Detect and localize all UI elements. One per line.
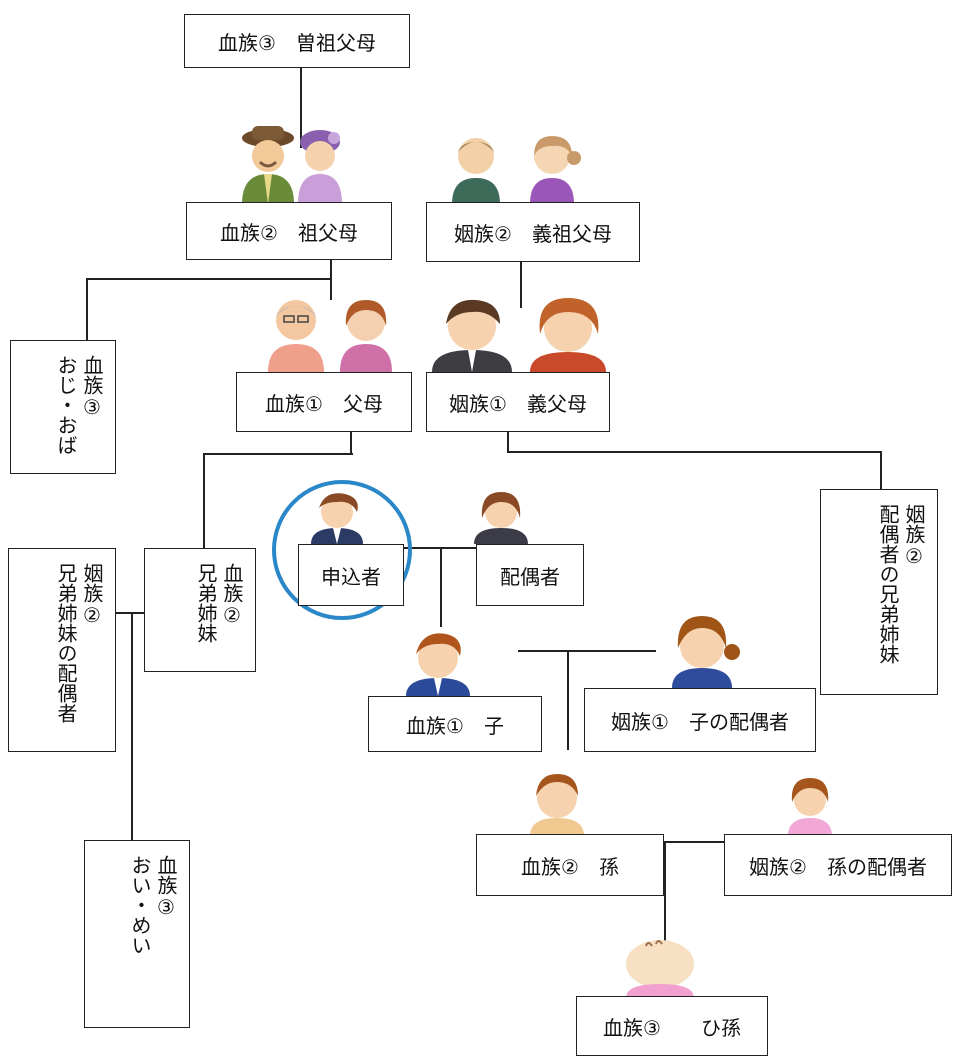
- grandchild-illustration: [530, 774, 584, 836]
- connector: [507, 451, 882, 453]
- node-great-grandchild: 血族③ ひ孫: [576, 996, 768, 1056]
- connector: [664, 841, 666, 991]
- relation-label: 姻族②: [902, 504, 926, 568]
- node-siblings: 血族② 兄弟姉妹: [144, 548, 256, 672]
- relation-name: 配偶者の兄弟姉妹: [876, 504, 900, 664]
- parents-illustration: [268, 300, 392, 372]
- node-great-grandparents: 血族③ 曽祖父母: [184, 14, 410, 68]
- connector: [567, 650, 569, 750]
- node-siblings-spouse: 姻族② 兄弟姉妹の配偶者: [8, 548, 116, 752]
- node-spouse-siblings: 姻族② 配偶者の兄弟姉妹: [820, 489, 938, 695]
- great-grandparents-illustration: [242, 126, 342, 204]
- relation-label: 血族②: [220, 563, 244, 627]
- spouse-illustration: [474, 492, 528, 544]
- connector: [300, 68, 302, 148]
- node-nephew-niece: 血族③ おい・めい: [84, 840, 190, 1028]
- node-child: 血族① 子: [368, 696, 542, 752]
- connector: [116, 612, 144, 614]
- connector: [203, 453, 205, 549]
- node-grandparents: 血族② 祖父母: [186, 202, 392, 260]
- relation-label: 姻族②: [80, 563, 104, 627]
- connector: [131, 612, 133, 840]
- relation-label: 血族③: [80, 355, 104, 419]
- spouse-grandparents-illustration: [452, 136, 581, 204]
- node-grandchild-spouse: 姻族② 孫の配偶者: [724, 834, 952, 896]
- connector: [86, 278, 332, 280]
- relation-name: 兄弟姉妹: [194, 563, 218, 643]
- great-grandchild-illustration: [626, 940, 694, 998]
- connector: [520, 262, 522, 308]
- node-uncle-aunt: 血族③ おじ・おば: [10, 340, 116, 474]
- connector: [440, 547, 442, 627]
- relation-name: 兄弟姉妹の配偶者: [54, 563, 78, 723]
- grandchild-spouse-illustration: [788, 778, 832, 836]
- node-applicant: 申込者: [298, 544, 404, 606]
- connector: [507, 432, 509, 452]
- node-spouse-parents: 姻族① 義父母: [426, 372, 610, 432]
- connector: [664, 841, 724, 843]
- relation-label: 血族③: [154, 855, 178, 919]
- relation-name: おじ・おば: [54, 355, 78, 455]
- node-child-spouse: 姻族① 子の配偶者: [584, 688, 816, 752]
- node-parents: 血族① 父母: [236, 372, 412, 432]
- child-spouse-illustration: [672, 616, 740, 688]
- connector: [880, 451, 882, 489]
- highlight-circle: [272, 480, 412, 620]
- spouse-parents-illustration: [432, 298, 606, 372]
- node-grandchild: 血族② 孫: [476, 834, 664, 896]
- connector: [350, 432, 352, 454]
- connector: [86, 278, 88, 340]
- connector: [518, 650, 656, 652]
- node-spouse-grandparents: 姻族② 義祖父母: [426, 202, 640, 262]
- child-illustration: [406, 633, 470, 696]
- applicant-illustration: [311, 493, 363, 544]
- connector: [330, 260, 332, 300]
- node-spouse: 配偶者: [476, 544, 584, 606]
- relation-name: おい・めい: [128, 855, 152, 955]
- connector: [203, 453, 353, 455]
